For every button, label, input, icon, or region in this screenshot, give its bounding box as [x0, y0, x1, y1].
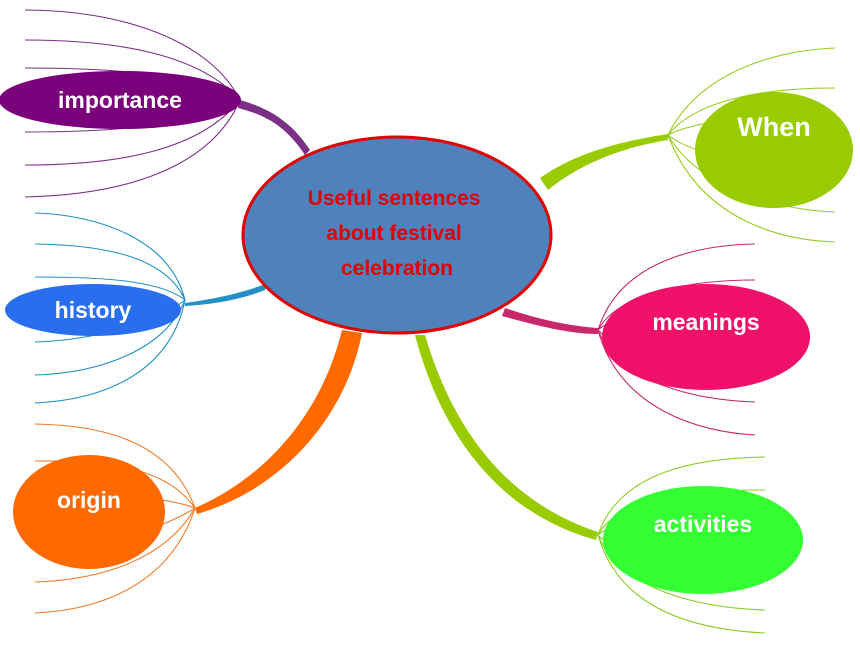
origin-branch: [195, 330, 362, 514]
node-origin: origin: [13, 455, 165, 569]
node-meanings-shape: [602, 284, 810, 390]
central-topic-line-2: about festival: [326, 222, 461, 245]
node-when: When: [695, 92, 853, 208]
node-history: history: [5, 284, 181, 336]
when-branch: [540, 134, 668, 190]
node-origin-label: origin: [57, 487, 121, 513]
history-branch: [185, 283, 268, 306]
activities-branch: [415, 335, 598, 540]
node-meanings-label: meanings: [652, 309, 759, 335]
node-when-shape: [695, 92, 853, 208]
meanings-branch: [502, 308, 598, 334]
node-origin-shape: [13, 455, 165, 569]
node-history-label: history: [55, 297, 132, 323]
node-activities-label: activities: [654, 511, 752, 537]
central-topic: Useful sentences about festival celebrat…: [241, 135, 553, 335]
node-when-label: When: [737, 112, 811, 142]
node-meanings: meanings: [602, 284, 810, 390]
central-topic-shape: [241, 135, 553, 335]
node-importance-label: importance: [58, 87, 182, 113]
central-topic-line-3: celebration: [341, 257, 453, 280]
node-history-shape: [5, 284, 181, 336]
node-importance-shape: [0, 71, 241, 129]
central-topic-line-1: Useful sentences: [308, 187, 481, 210]
node-activities-shape: [603, 486, 803, 594]
node-activities: activities: [603, 486, 803, 594]
importance-branch: [238, 100, 310, 155]
node-importance: importance: [0, 71, 241, 129]
central-topic-text: Useful sentences about festival celebrat…: [308, 187, 487, 280]
